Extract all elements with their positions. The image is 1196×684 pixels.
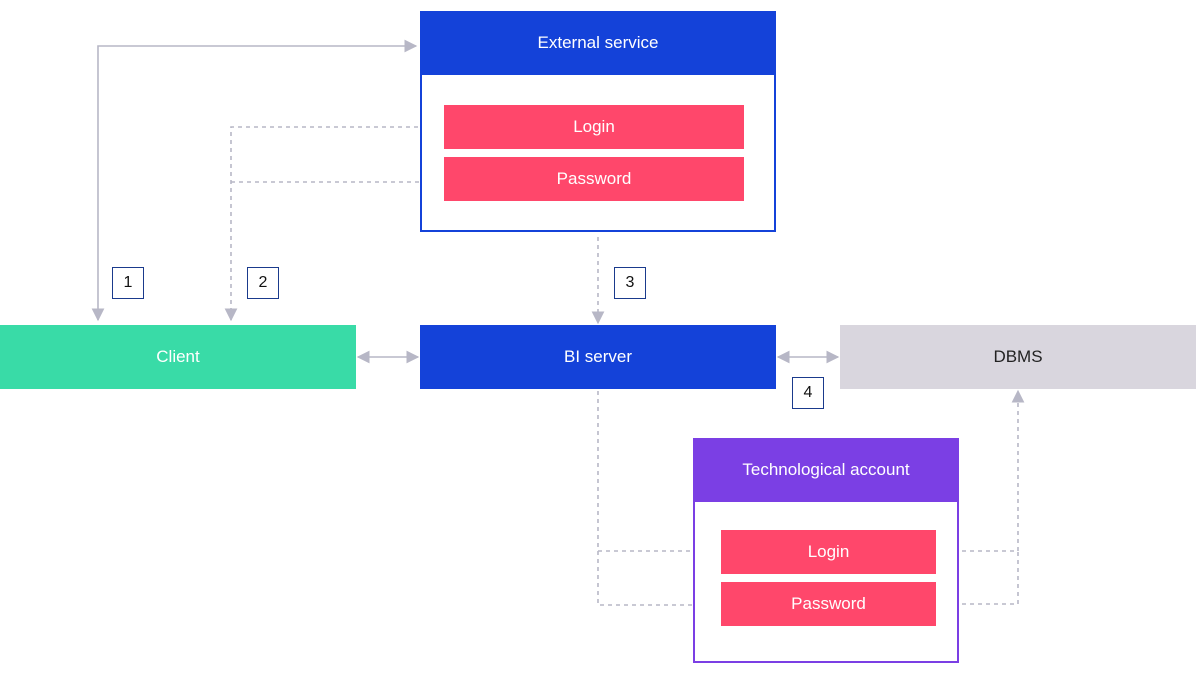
technological-account-title: Technological account	[693, 438, 959, 502]
step-marker-1: 1	[112, 267, 144, 299]
connector-tech-dbms	[938, 389, 1025, 552]
tech-password-field: Password	[721, 582, 936, 626]
bi-server-node: BI server	[420, 325, 776, 389]
connector-client-external	[91, 39, 418, 322]
external-password-field: Password	[444, 157, 744, 201]
dbms-node: DBMS	[840, 325, 1196, 389]
step-marker-3: 3	[614, 267, 646, 299]
external-service-title: External service	[420, 11, 776, 75]
connector-bi-tech-password	[597, 551, 721, 612]
external-login-field: Login	[444, 105, 744, 149]
connector-tech-password-dbms	[938, 551, 1019, 605]
step-marker-4: 4	[792, 377, 824, 409]
step-marker-2: 2	[247, 267, 279, 299]
client-node: Client	[0, 325, 356, 389]
tech-login-field: Login	[721, 530, 936, 574]
connector-client-ext-login	[224, 120, 444, 322]
